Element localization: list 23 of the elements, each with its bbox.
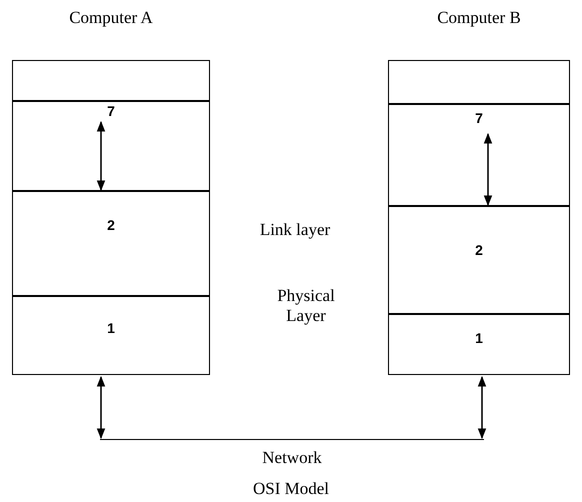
layer-box <box>12 100 210 192</box>
layer-number: 7 <box>106 103 116 119</box>
layer-box <box>12 190 210 297</box>
layer-number: 1 <box>106 320 116 336</box>
layer-label: Link layer <box>258 220 332 240</box>
layer-number: 2 <box>474 242 484 258</box>
layer-number: 7 <box>474 110 484 126</box>
layer-box <box>388 60 570 105</box>
layer-box <box>388 313 570 375</box>
double-arrow <box>96 376 106 440</box>
layer-box <box>12 295 210 375</box>
network-line: Network <box>100 439 484 483</box>
double-arrow <box>96 120 106 192</box>
layer-number: 2 <box>106 217 116 233</box>
stack-heading: Computer B <box>436 8 522 28</box>
layer-box <box>388 103 570 207</box>
layer-label: Physical Layer <box>276 286 336 326</box>
layer-number: 1 <box>474 330 484 346</box>
double-arrow <box>484 132 492 206</box>
double-arrow <box>478 376 486 440</box>
stack-heading: Computer A <box>68 8 154 28</box>
layer-box <box>12 60 210 102</box>
layer-box <box>388 205 570 315</box>
